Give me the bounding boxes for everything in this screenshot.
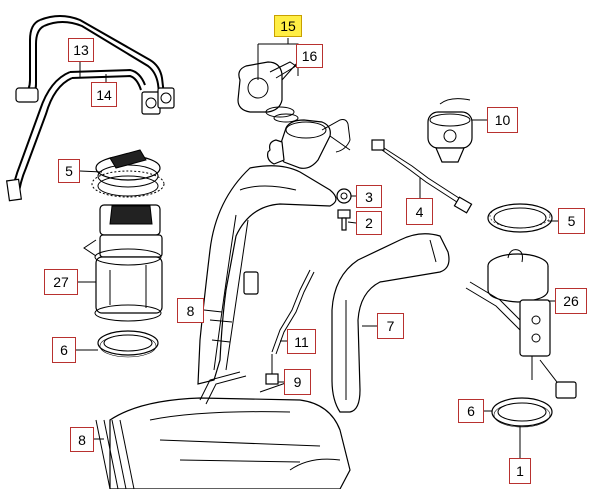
bolt-parts <box>336 188 352 231</box>
filler-neck <box>267 119 351 169</box>
valve-assembly-top <box>237 61 299 123</box>
callout-6-left: 6 <box>52 337 76 363</box>
filler-pipe-left <box>197 165 337 385</box>
callout-8-upper: 8 <box>177 298 204 323</box>
callout-5-left: 5 <box>58 159 80 183</box>
valve-component-10 <box>427 98 478 163</box>
callout-3: 3 <box>356 185 382 208</box>
fuel-tank <box>95 371 351 489</box>
locking-ring-left <box>97 330 159 358</box>
fuel-pump-module-right <box>465 249 577 399</box>
callout-10: 10 <box>487 107 518 133</box>
callout-13: 13 <box>68 38 94 62</box>
callout-2: 2 <box>356 211 382 235</box>
fuel-lines-top-left <box>5 15 175 202</box>
breather-line <box>265 269 315 385</box>
callout-15: 15 <box>274 15 302 37</box>
callout-8-lower: 8 <box>70 427 94 452</box>
sensor-cable <box>371 139 473 214</box>
flange-assembly-left <box>91 149 165 198</box>
callout-26: 26 <box>555 288 587 314</box>
callout-9: 9 <box>284 369 311 395</box>
callout-6-right: 6 <box>458 399 484 423</box>
flange-ring-right <box>487 203 553 233</box>
callout-7: 7 <box>377 313 404 339</box>
callout-1: 1 <box>509 458 531 484</box>
locking-ring-right <box>491 397 553 428</box>
callout-11: 11 <box>287 329 316 354</box>
callout-27: 27 <box>44 269 78 295</box>
callout-4: 4 <box>406 198 433 225</box>
fuel-pump-module-left <box>83 204 163 322</box>
callout-14: 14 <box>91 82 117 107</box>
filler-pipe-right <box>331 233 450 413</box>
callout-5-right: 5 <box>558 208 585 234</box>
callout-16: 16 <box>296 44 323 68</box>
